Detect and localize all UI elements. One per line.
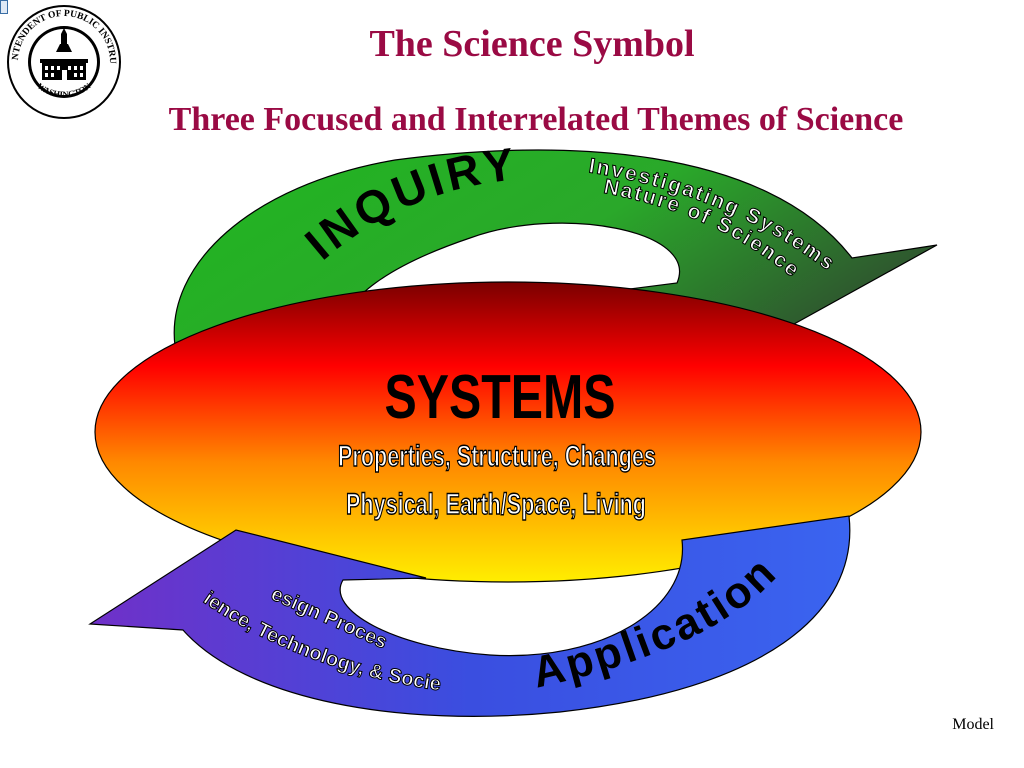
systems-label: SYSTEMS [384,362,615,431]
inquiry-arrow [173,149,938,347]
systems-line-2: Physical, Earth/Space, Living [346,486,646,520]
slide-subtitle: Three Focused and Interrelated Themes of… [168,101,904,138]
systems-line-1: Properties, Structure, Changes [338,438,656,472]
building-icon [40,28,88,80]
systems-ellipse [94,281,922,583]
corner-marker [0,0,8,14]
ospi-seal-logo: SUPERINTENDENT OF PUBLIC INSTRUCTION WAS… [6,4,121,119]
slide-title: The Science Symbol [369,23,695,65]
footer-model-label: Model [952,716,994,733]
application-arrow [88,515,851,717]
